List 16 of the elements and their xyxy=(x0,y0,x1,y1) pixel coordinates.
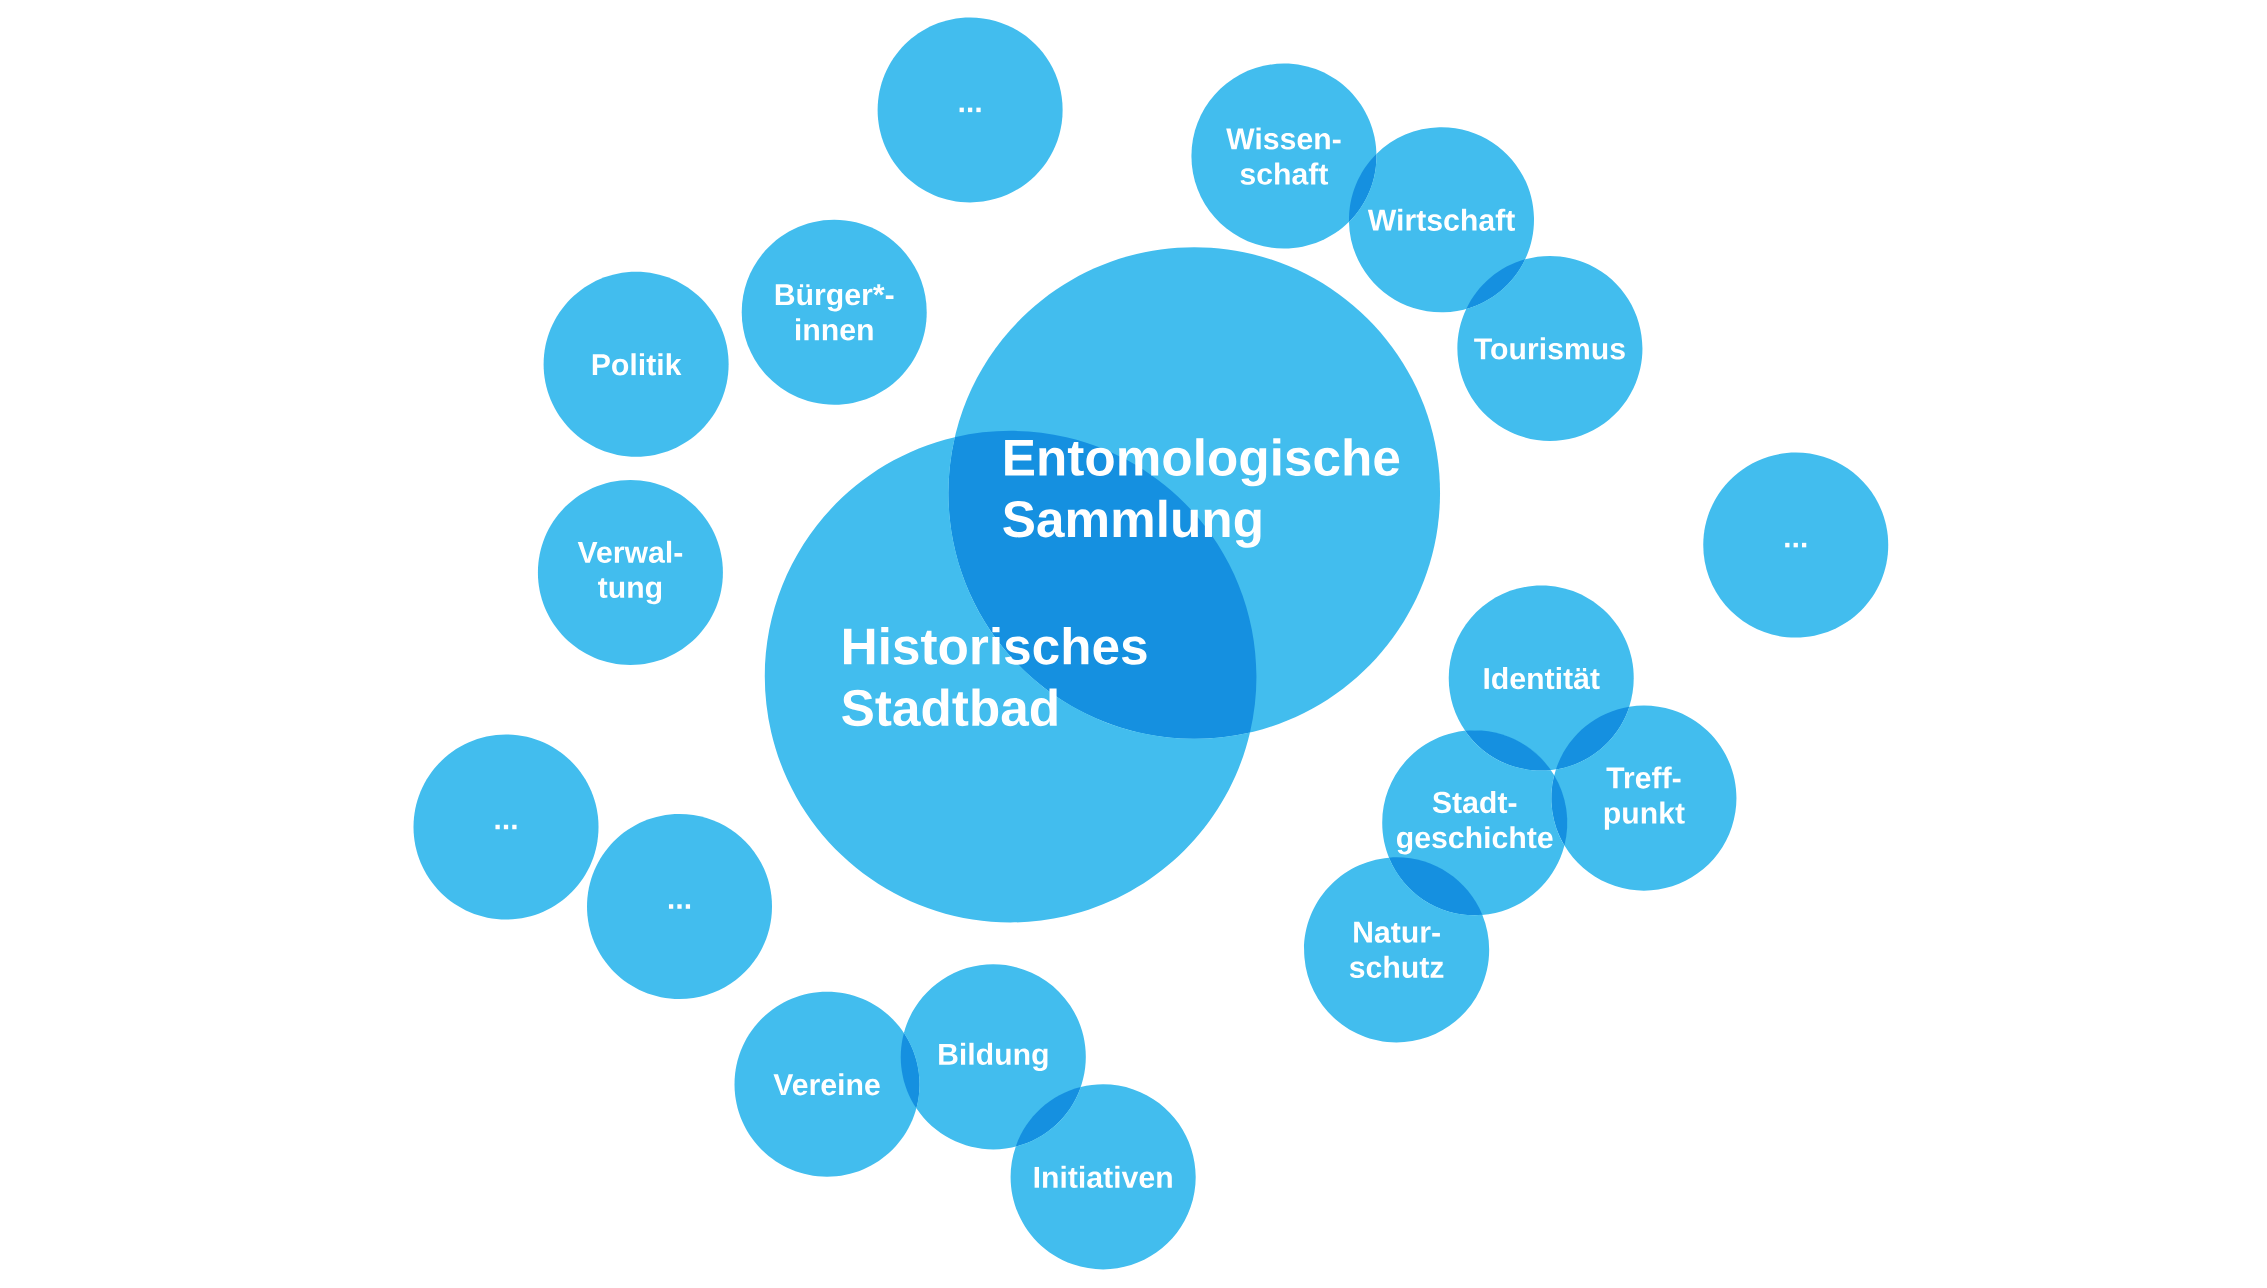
bubble: Verwal- tung xyxy=(537,480,723,665)
bubble: ... xyxy=(587,814,772,999)
bubble: Bürger*- innen xyxy=(741,219,927,405)
node-label: Stadt- geschichte xyxy=(1396,791,1553,855)
bubble: Tourismus xyxy=(1457,255,1643,441)
bubble: Natur- schutz xyxy=(1304,857,1490,1043)
node-label: Identität xyxy=(1484,667,1600,690)
bubble: Stadt- geschichte xyxy=(1382,730,1568,916)
bubble: Politik xyxy=(543,271,729,457)
bubble: Wirtschaft xyxy=(1348,127,1534,313)
bubble: Vereine xyxy=(734,991,920,1177)
bubble: Initiativen xyxy=(1010,1084,1196,1270)
bubble: ... xyxy=(1703,452,1889,638)
bubble: ... xyxy=(877,17,1063,203)
bubble: ... xyxy=(413,734,599,920)
bubble: Bildung xyxy=(903,964,1086,1150)
